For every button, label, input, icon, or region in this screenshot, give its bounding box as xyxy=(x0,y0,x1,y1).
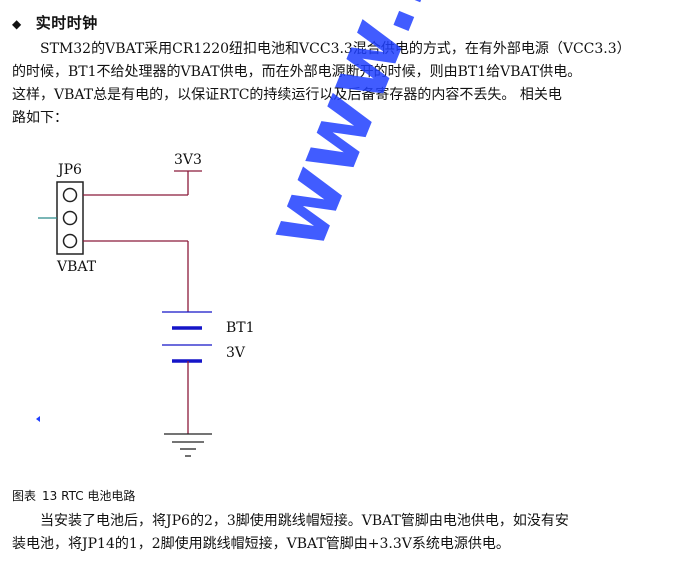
vbat-net-label: VBAT xyxy=(56,259,97,275)
figure-caption: 图表 13 RTC 电池电路 xyxy=(12,487,135,504)
intro-paragraph: STM32的VBAT采用CR1220纽扣电池和VCC3.3混合供电的方式，在有外… xyxy=(12,38,692,130)
caption-title: 13 RTC 电池电路 xyxy=(42,489,136,503)
section-heading: ◆ 实时时钟 xyxy=(12,12,98,33)
intro-line: STM32的VBAT采用CR1220纽扣电池和VCC3.3混合供电的方式，在有外… xyxy=(12,41,631,57)
battery-voltage-label: 3V xyxy=(226,345,246,361)
battery-label: BT1 xyxy=(226,320,255,336)
supply-net-label: 3V3 xyxy=(174,152,202,168)
closing-line: 当安装了电池后，将JP6的2，3脚使用跳线帽短接。VBAT管脚由电池供电，如没有… xyxy=(12,513,569,529)
rtc-battery-circuit: JP6 VBAT 3V3 BT1 3V xyxy=(36,152,255,457)
section-title: 实时时钟 xyxy=(35,14,98,32)
diamond-bullet-icon: ◆ xyxy=(12,17,22,31)
closing-line: 装电池，将JP14的1，2脚使用跳线帽短接，VBAT管脚由+3.3V系统电源供电… xyxy=(12,536,510,552)
intro-line: 路如下： xyxy=(12,110,68,126)
jumper-pin-2 xyxy=(62,210,78,226)
jumper-label: JP6 xyxy=(56,162,82,178)
intro-line: 这样，VBAT总是有电的，以保证RTC的持续运行以及后备寄存器的内容不丢失。 相… xyxy=(12,87,562,103)
jumper-pin-1 xyxy=(62,187,78,203)
closing-paragraph: 当安装了电池后，将JP6的2，3脚使用跳线帽短接。VBAT管脚由电池供电，如没有… xyxy=(12,510,692,556)
caption-label: 图表 xyxy=(12,489,37,503)
jumper-pin-3 xyxy=(62,233,78,249)
marker-arrow-icon xyxy=(36,416,40,422)
intro-line: 的时候，BT1不给处理器的VBAT供电，而在外部电源断开的时候，则由BT1给VB… xyxy=(12,64,582,80)
